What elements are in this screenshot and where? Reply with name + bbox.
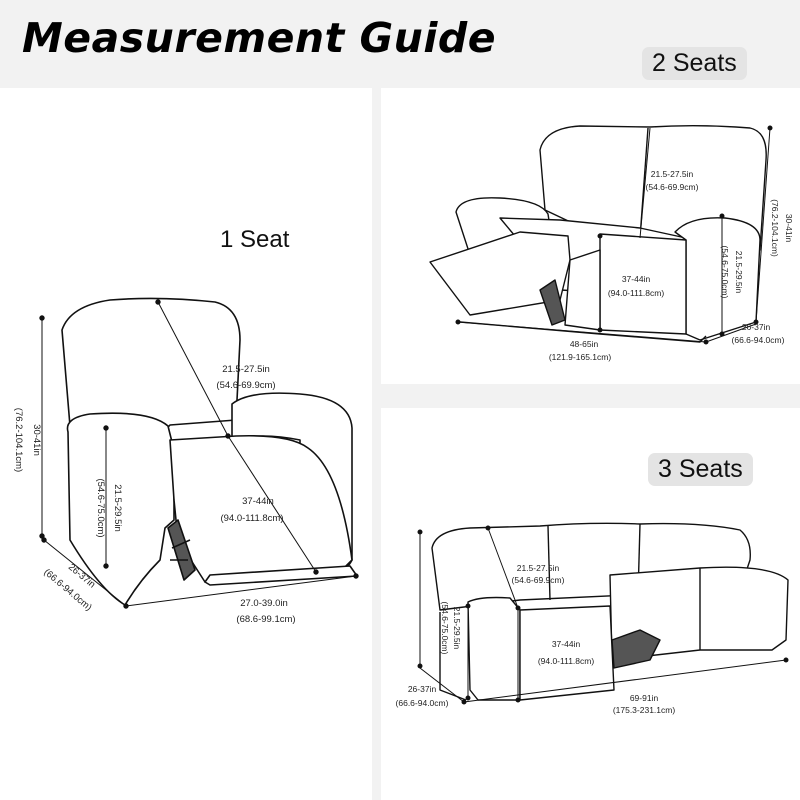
three-seats-seat-height-cm: (54.6-75.0cm) — [440, 602, 450, 655]
one-seat-total-height-cm: (76.2-104.1cm) — [13, 408, 24, 472]
three-seats-dimension-labels: 21.5-27.5in (54.6-69.9cm) 37-44in (94.0-… — [396, 563, 676, 715]
one-seat-seat-depth-cm: (94.0-111.8cm) — [220, 513, 283, 524]
two-seats-dimension-labels: 21.5-27.5in (54.6-69.9cm) 37-44in (94.0-… — [549, 169, 794, 362]
two-seats-depth-cm: (66.6-94.0cm) — [732, 335, 785, 345]
one-seat-total-height: 30-41in — [31, 424, 42, 456]
two-seats-seat-height: 21.5-29.5in — [734, 251, 744, 294]
three-seats-dimension-lines — [417, 525, 789, 705]
three-seats-depth-cm: (66.6-94.0cm) — [396, 698, 449, 708]
three-seats-seat-height: 21.5-29.5in — [452, 607, 462, 650]
two-seats-seat-depth-cm: (94.0-111.8cm) — [608, 288, 665, 298]
two-seats-width-cm: (121.9-165.1cm) — [549, 352, 612, 362]
three-seats-seat-depth: 37-44in — [552, 639, 581, 649]
three-seats-width: 69-91in — [630, 693, 659, 703]
one-seat-width: 27.0-39.0in — [240, 598, 288, 609]
two-seats-total-height-cm: (76.2-104.1cm) — [770, 199, 780, 257]
three-seats-width-cm: (175.3-231.1cm) — [613, 705, 676, 715]
two-seats-seat-depth: 37-44in — [622, 274, 651, 284]
three-seats-depth: 26-37in — [408, 684, 437, 694]
two-seats-width: 48-65in — [570, 339, 599, 349]
two-seats-depth: 26-37in — [742, 322, 771, 332]
page-title: Measurement Guide — [22, 14, 497, 62]
three-seats-label: 3 Seats — [648, 453, 753, 486]
one-seat-label: 1 Seat — [220, 226, 290, 253]
two-seats-back-height-cm: (54.6-69.9cm) — [646, 182, 699, 192]
one-seat-back-height-cm: (54.6-69.9cm) — [216, 380, 275, 391]
three-seats-drawing — [431, 522, 789, 701]
two-seats-back-height: 21.5-27.5in — [651, 169, 694, 179]
one-seat-seat-depth: 37-44in — [242, 496, 274, 507]
two-seats-total-height: 30-41in — [784, 214, 794, 243]
two-seats-dimension-lines — [455, 125, 773, 345]
two-seats-drawing — [429, 125, 767, 343]
three-seats-seat-depth-cm: (94.0-111.8cm) — [538, 656, 595, 666]
one-seat-seat-height: 21.5-29.5in — [112, 484, 123, 532]
two-seats-label: 2 Seats — [642, 47, 747, 80]
one-seat-width-cm: (68.6-99.1cm) — [236, 614, 295, 625]
one-seat-seat-height-cm: (54.6-75.0cm) — [95, 478, 106, 537]
one-seat-back-height: 21.5-27.5in — [222, 364, 270, 375]
one-seat-recliner-drawing — [61, 297, 358, 606]
one-seat-dimension-lines — [39, 299, 359, 609]
two-seats-seat-height-cm: (54.6-75.0cm) — [720, 246, 730, 299]
three-seats-back-height-cm: (54.6-69.9cm) — [512, 575, 565, 585]
three-seats-back-height: 21.5-27.5in — [517, 563, 560, 573]
